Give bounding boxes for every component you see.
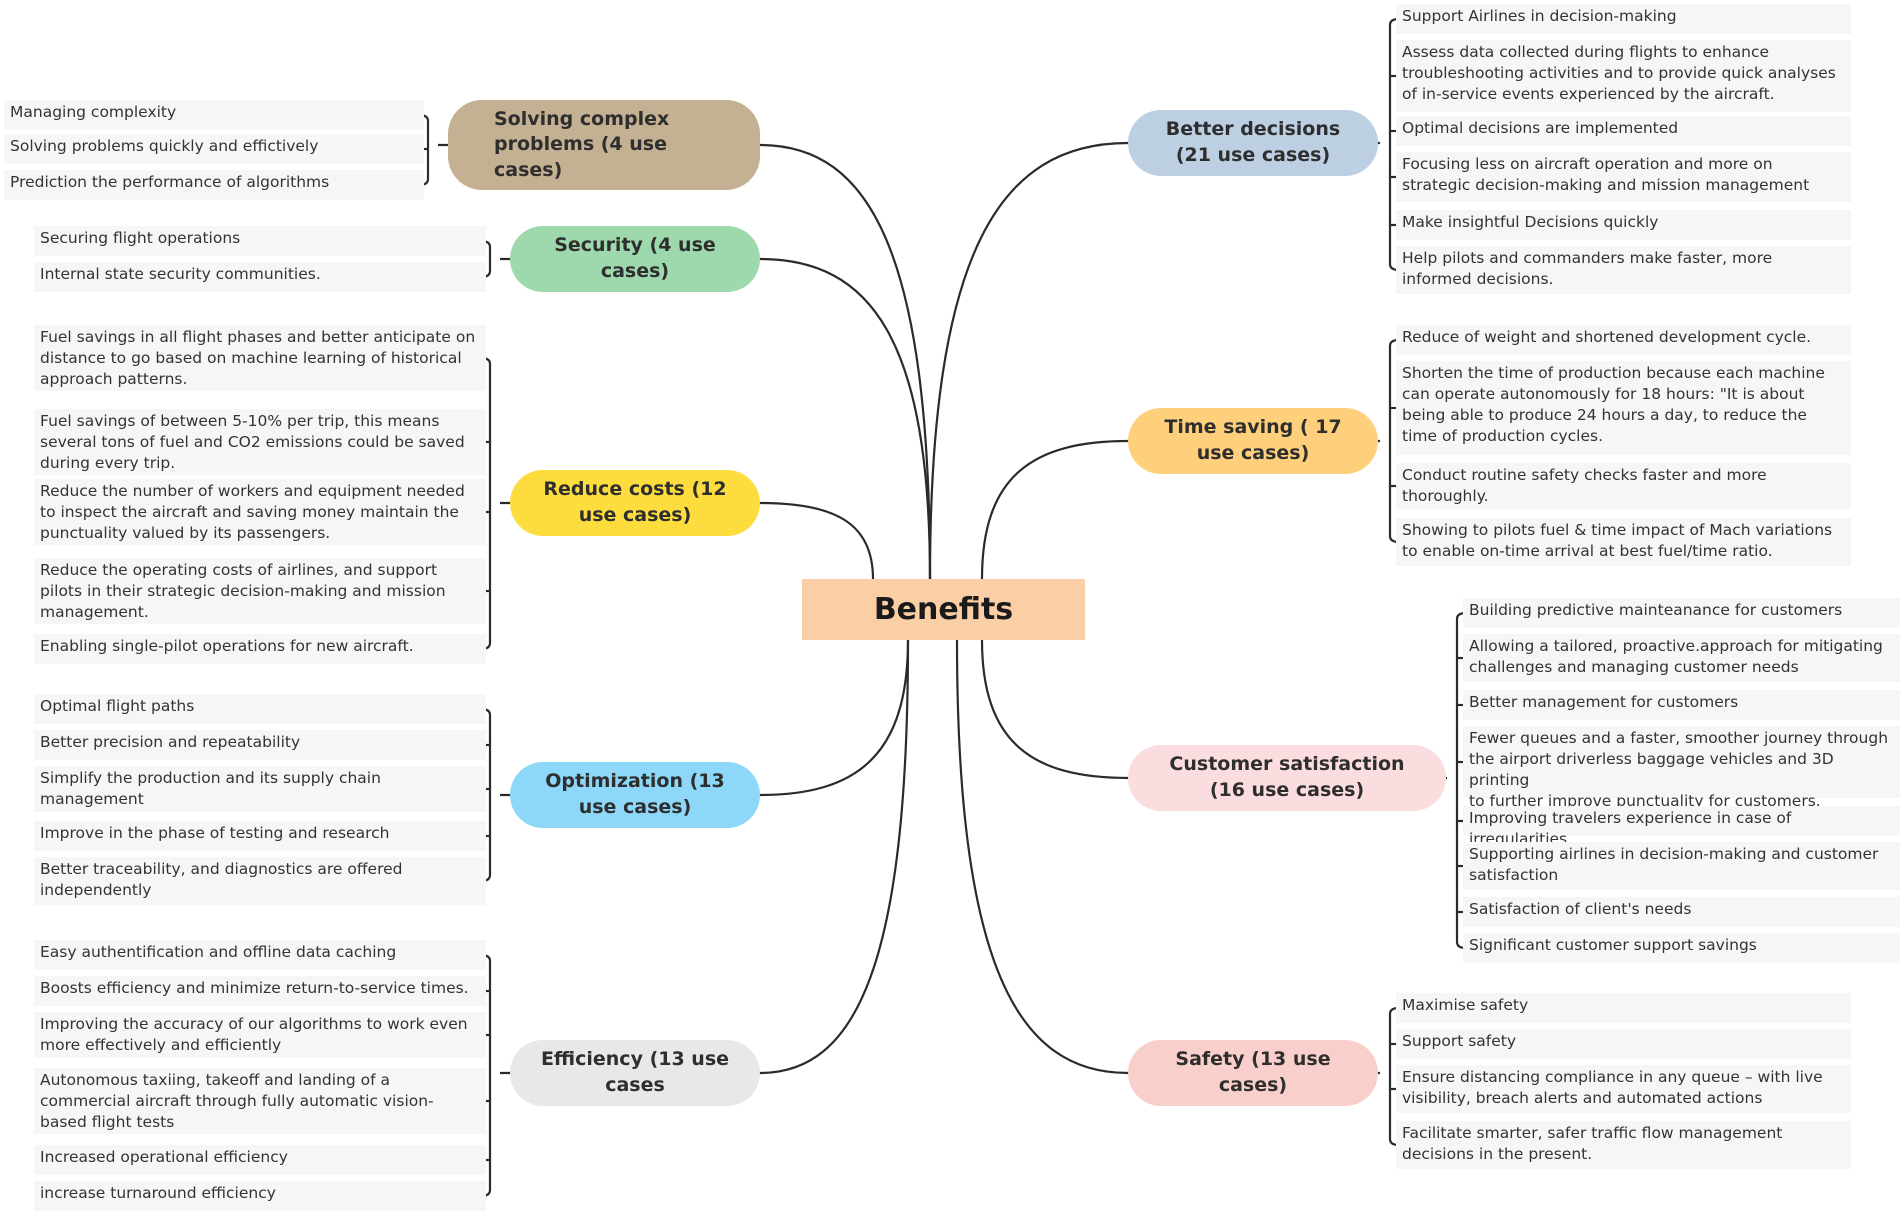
branch-safety[interactable]: Safety (13 use cases) [1128,1040,1378,1106]
leaf-customer[interactable]: Satisfaction of client's needs [1463,897,1900,927]
leaf-better[interactable]: Optimal decisions are implemented [1396,116,1851,146]
leaf-reduce[interactable]: Fuel savings of between 5-10% per trip, … [34,409,486,475]
connector-security [759,257,932,580]
leaf-security[interactable]: Securing flight operations [34,226,486,256]
leaf-better[interactable]: Support Airlines in decision-making [1396,4,1851,34]
connector-safety [955,639,1129,1075]
leaf-better[interactable]: Make insightful Decisions quickly [1396,210,1851,240]
leaf-reduce[interactable]: Reduce the number of workers and equipme… [34,479,486,545]
leaf-optimization[interactable]: Better precision and repeatability [34,730,486,760]
leaf-efficiency[interactable]: Boosts efficiency and minimize return-to… [34,976,486,1006]
leaf-efficiency[interactable]: Easy authentification and offline data c… [34,940,486,970]
leaf-solving[interactable]: Solving problems quickly and effictively [4,134,424,164]
leaf-better[interactable]: Focusing less on aircraft operation and … [1396,152,1851,202]
bracket-safety [1388,1006,1400,1147]
branch-customer[interactable]: Customer satisfaction (16 use cases) [1128,745,1446,811]
leaf-efficiency[interactable]: Improving the accuracy of our algorithms… [34,1012,486,1058]
leaf-customer[interactable]: Allowing a tailored, proactive.approach … [1463,634,1900,682]
leaf-reduce[interactable]: Fuel savings in all flight phases and be… [34,325,486,391]
bracket-better [1388,17,1400,272]
leaf-optimization[interactable]: Better traceability, and diagnostics are… [34,857,486,905]
branch-solving[interactable]: Solving complex problems (4 use cases) [448,100,760,190]
leaf-solving[interactable]: Managing complexity [4,100,424,130]
connector-efficiency [759,639,910,1075]
leaf-time[interactable]: Shorten the time of production because e… [1396,361,1851,455]
leaf-safety[interactable]: Support safety [1396,1029,1851,1059]
leaf-efficiency[interactable]: Autonomous taxiing, takeoff and landing … [34,1068,486,1134]
bracket-customer [1455,611,1467,950]
central-topic[interactable]: Benefits [802,579,1085,640]
branch-optimization[interactable]: Optimization (13 use cases) [510,762,760,828]
leaf-optimization[interactable]: Simplify the production and its supply c… [34,766,486,812]
branch-security[interactable]: Security (4 use cases) [510,226,760,292]
leaf-solving[interactable]: Prediction the performance of algorithms [4,170,424,200]
leaf-customer[interactable]: Significant customer support savings [1463,933,1900,963]
leaf-better[interactable]: Assess data collected during flights to … [1396,40,1851,112]
branch-efficiency[interactable]: Efficiency (13 use cases [510,1040,760,1106]
leaf-customer[interactable]: Better management for customers [1463,690,1900,720]
leaf-customer[interactable]: Fewer queues and a faster, smoother jour… [1463,726,1900,810]
leaf-time[interactable]: Conduct routine safety checks faster and… [1396,463,1851,509]
leaf-optimization[interactable]: Improve in the phase of testing and rese… [34,821,486,851]
connector-time [980,439,1129,580]
leaf-reduce[interactable]: Enabling single-pilot operations for new… [34,634,486,664]
connector-customer [980,639,1129,780]
leaf-security[interactable]: Internal state security communities. [34,262,486,292]
leaf-efficiency[interactable]: increase turnaround efficiency [34,1181,486,1211]
branch-time[interactable]: Time saving ( 17 use cases) [1128,408,1378,474]
leaf-safety[interactable]: Maximise safety [1396,993,1851,1023]
leaf-better[interactable]: Help pilots and commanders make faster, … [1396,246,1851,294]
leaf-customer[interactable]: Building predictive mainteanance for cus… [1463,598,1900,628]
leaf-efficiency[interactable]: Increased operational efficiency [34,1145,486,1175]
connector-optimization [759,639,910,797]
leaf-safety[interactable]: Facilitate smarter, safer traffic flow m… [1396,1121,1851,1169]
bracket-time [1388,338,1400,544]
connector-reduce [759,501,875,580]
leaf-time[interactable]: Reduce of weight and shortened developme… [1396,325,1851,355]
branch-better[interactable]: Better decisions (21 use cases) [1128,110,1378,176]
connector-better [928,141,1129,580]
leaf-optimization[interactable]: Optimal flight paths [34,694,486,724]
leaf-reduce[interactable]: Reduce the operating costs of airlines, … [34,558,486,624]
leaf-customer[interactable]: Improving travelers experience in case o… [1463,806,1900,848]
connector-solving [759,143,932,580]
leaf-time[interactable]: Showing to pilots fuel & time impact of … [1396,518,1851,566]
leaf-customer[interactable]: Supporting airlines in decision-making a… [1463,842,1900,890]
branch-reduce[interactable]: Reduce costs (12 use cases) [510,470,760,536]
leaf-safety[interactable]: Ensure distancing compliance in any queu… [1396,1065,1851,1113]
